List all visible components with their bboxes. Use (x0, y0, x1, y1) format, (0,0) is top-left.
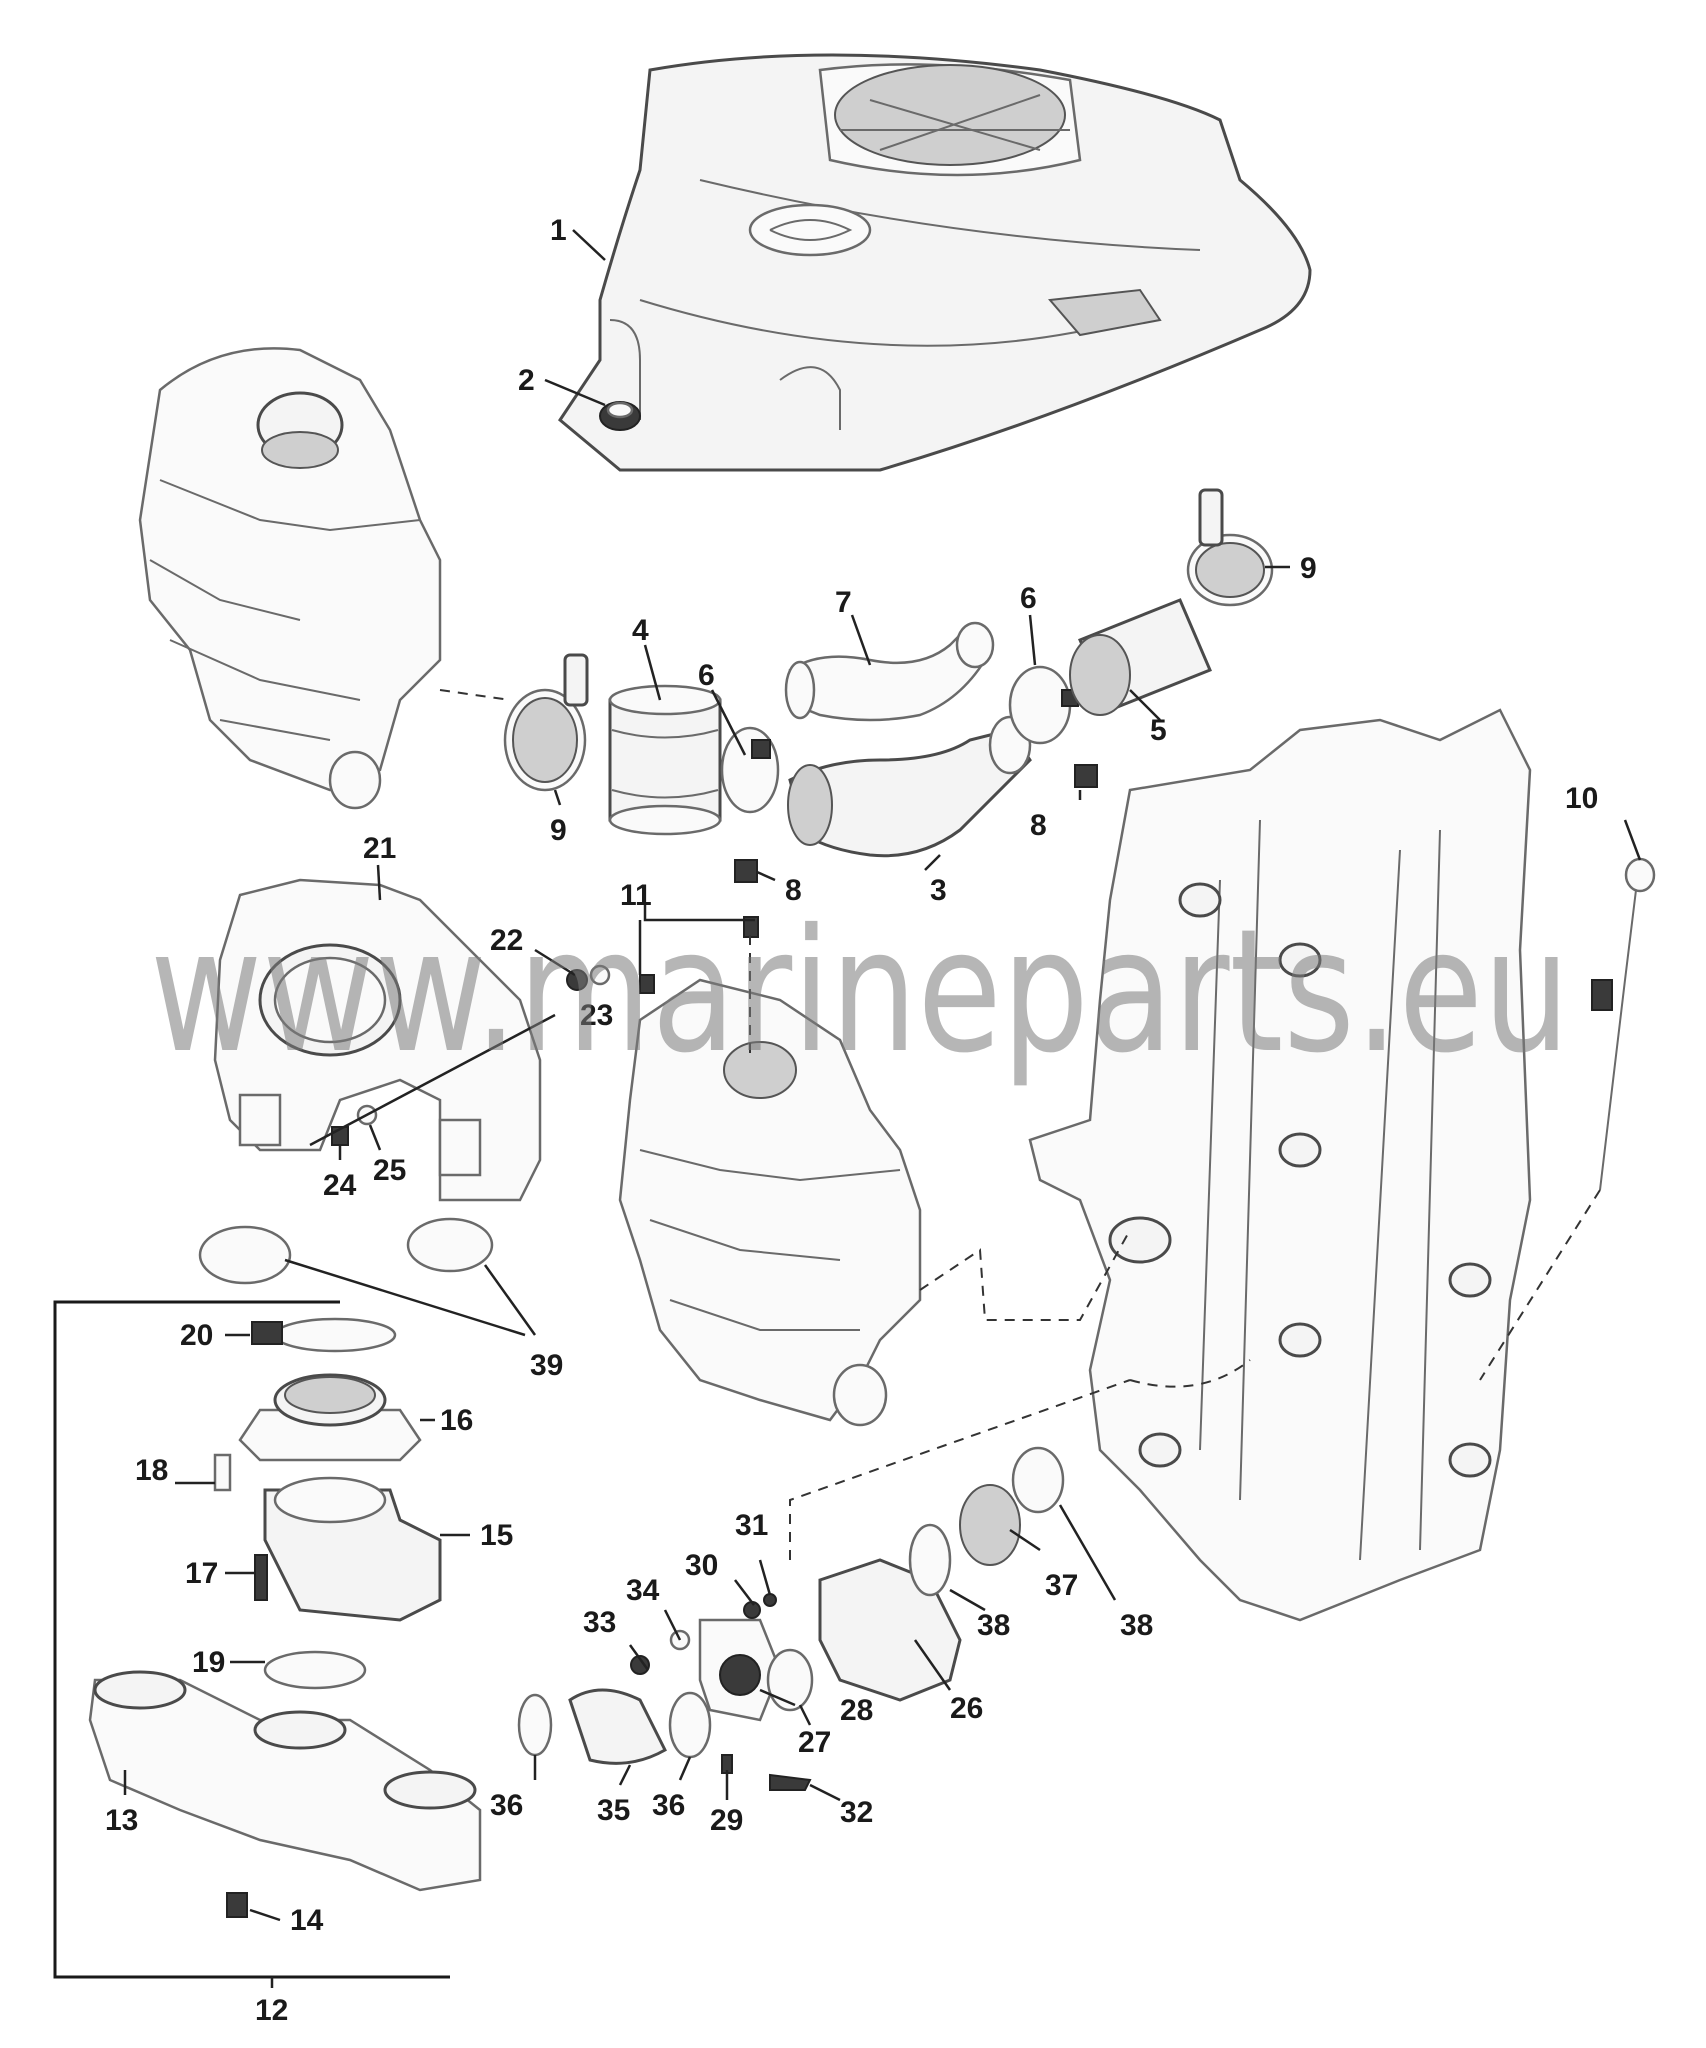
callout-9-right: 9 (1300, 552, 1317, 585)
callout-11: 11 (620, 879, 652, 912)
watermark-text: www.marineparts.eu (150, 893, 1570, 1091)
callout-20: 20 (180, 1319, 213, 1352)
callout-28: 28 (840, 1694, 873, 1727)
callout-16: 16 (440, 1404, 473, 1437)
callout-6-left: 6 (698, 659, 715, 692)
callout-24: 24 (323, 1169, 357, 1202)
intake-hose-right (1069, 598, 1212, 716)
callout-27: 27 (798, 1726, 831, 1759)
callout-34: 34 (626, 1574, 660, 1607)
callout-32: 32 (840, 1796, 873, 1829)
callout-26: 26 (950, 1692, 983, 1725)
nut-22 (566, 969, 588, 991)
callout-38-right: 38 (1120, 1609, 1153, 1642)
callout-14: 14 (290, 1904, 324, 1937)
cover-grommet (599, 401, 641, 431)
engine-block (1028, 708, 1532, 1622)
callout-8-lower: 8 (785, 874, 802, 907)
intake-hose-short (608, 684, 722, 836)
small-clamp-left (720, 726, 780, 814)
callout-4: 4 (632, 614, 649, 647)
callout-10: 10 (1565, 782, 1598, 815)
clip-upper (1074, 764, 1098, 788)
callout-8-upper: 8 (1030, 809, 1047, 842)
callout-23: 23 (580, 999, 613, 1032)
callout-31: 31 (735, 1509, 768, 1542)
throttle-assembly-kit (88, 1317, 482, 1918)
callout-37: 37 (1045, 1569, 1078, 1602)
band-clamps-39 (198, 1217, 494, 1285)
callout-33: 33 (583, 1606, 616, 1639)
small-clamp-right (1008, 665, 1079, 745)
callout-17: 17 (185, 1557, 218, 1590)
clip-lower (734, 859, 758, 883)
callout-9-left: 9 (550, 814, 567, 847)
callout-1: 1 (550, 214, 567, 247)
engine-cover (558, 53, 1312, 472)
supercharger-center (618, 978, 922, 1427)
intake-hose-bent-upper (784, 621, 995, 722)
screw-11b (639, 974, 655, 994)
callout-36-right: 36 (652, 1789, 685, 1822)
callout-19: 19 (192, 1646, 225, 1679)
washer-23 (589, 964, 611, 986)
callout-12: 12 (255, 1994, 288, 2027)
callout-29: 29 (710, 1804, 743, 1837)
callout-15: 15 (480, 1519, 513, 1552)
hose-clamp-left (503, 653, 589, 792)
callout-7: 7 (835, 586, 852, 619)
callout-30: 30 (685, 1549, 718, 1582)
hose-clamp-right (1186, 488, 1274, 607)
callout-3: 3 (930, 874, 947, 907)
intake-plenum-duct (213, 878, 542, 1202)
callout-18: 18 (135, 1454, 168, 1487)
callout-36-left: 36 (490, 1789, 523, 1822)
intake-hose-bent-lower (787, 715, 1032, 858)
kit-bracket (53, 1300, 450, 1979)
callout-21: 21 (363, 832, 396, 865)
callout-6-right: 6 (1020, 582, 1037, 615)
supercharger-upper-left (138, 347, 442, 810)
callout-38-left: 38 (977, 1609, 1010, 1642)
callout-22: 22 (490, 924, 523, 957)
callout-13: 13 (105, 1804, 138, 1837)
callout-25: 25 (373, 1154, 406, 1187)
callout-35: 35 (597, 1794, 630, 1827)
callout-2: 2 (518, 364, 535, 397)
dipstick (1591, 857, 1656, 1191)
plug-14 (226, 1892, 248, 1918)
callout-5: 5 (1150, 714, 1167, 747)
callout-39: 39 (530, 1349, 563, 1382)
